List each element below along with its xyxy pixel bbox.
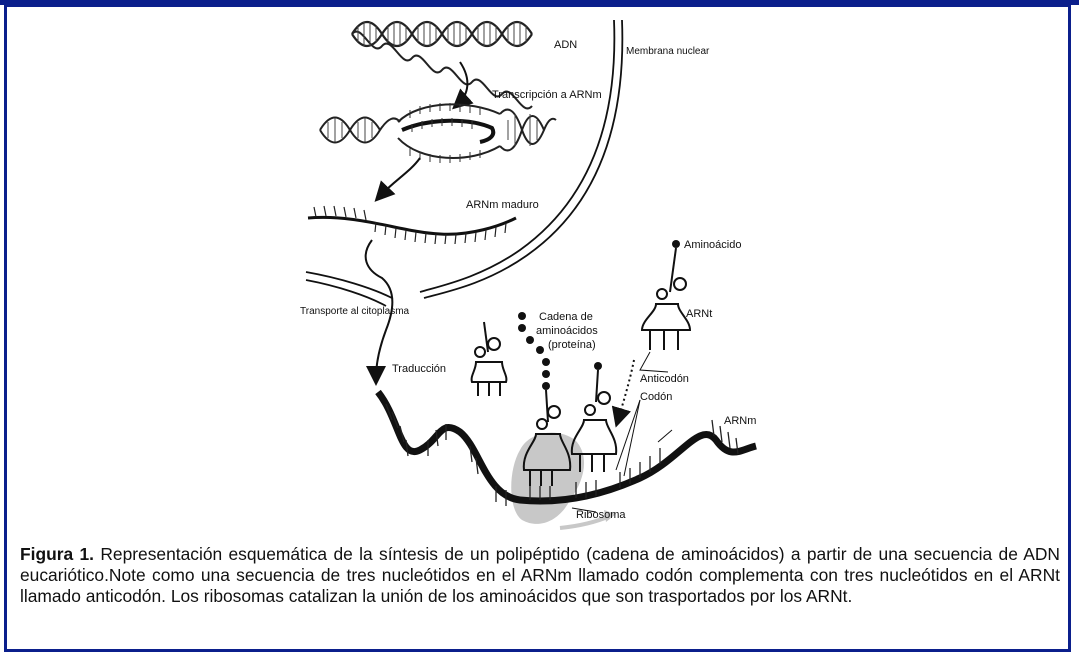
label-adn: ADN	[554, 39, 577, 51]
label-anticodon: Anticodón	[640, 373, 689, 385]
trna-incoming	[642, 240, 690, 350]
dotted-arrow	[618, 360, 634, 420]
mature-mrna	[308, 206, 516, 244]
protein-synthesis-diagram: ADN Membrana nuclear Transcripción a ARN…	[0, 0, 1079, 545]
label-cadena-3: (proteína)	[548, 339, 596, 351]
transcription-bubble	[320, 103, 556, 163]
label-aminoacido: Aminoácido	[684, 239, 741, 251]
label-arnt: ARNt	[686, 308, 712, 320]
nuclear-membrane	[306, 20, 622, 306]
label-transcripcion: Transcripción a ARNm	[492, 89, 602, 101]
arrow-to-mature-mrna	[380, 158, 420, 196]
caption-text: Representación esquemática de la síntesi…	[20, 544, 1060, 606]
label-transporte: Transporte al citoplasma	[300, 306, 410, 317]
trna-free-left	[472, 322, 507, 396]
label-ribosoma: Ribosoma	[576, 509, 626, 521]
figure-caption: Figura 1. Representación esquemática de …	[20, 544, 1060, 607]
caption-figure-label: Figura 1.	[20, 544, 94, 564]
label-membrana-nuclear: Membrana nuclear	[626, 46, 710, 57]
label-traduccion: Traducción	[392, 363, 446, 375]
label-arnm-maduro: ARNm maduro	[466, 199, 539, 211]
label-arnm: ARNm	[724, 415, 756, 427]
label-cadena-1: Cadena de	[539, 311, 593, 323]
label-codon: Codón	[640, 391, 672, 403]
label-cadena-2: aminoácidos	[536, 325, 598, 337]
